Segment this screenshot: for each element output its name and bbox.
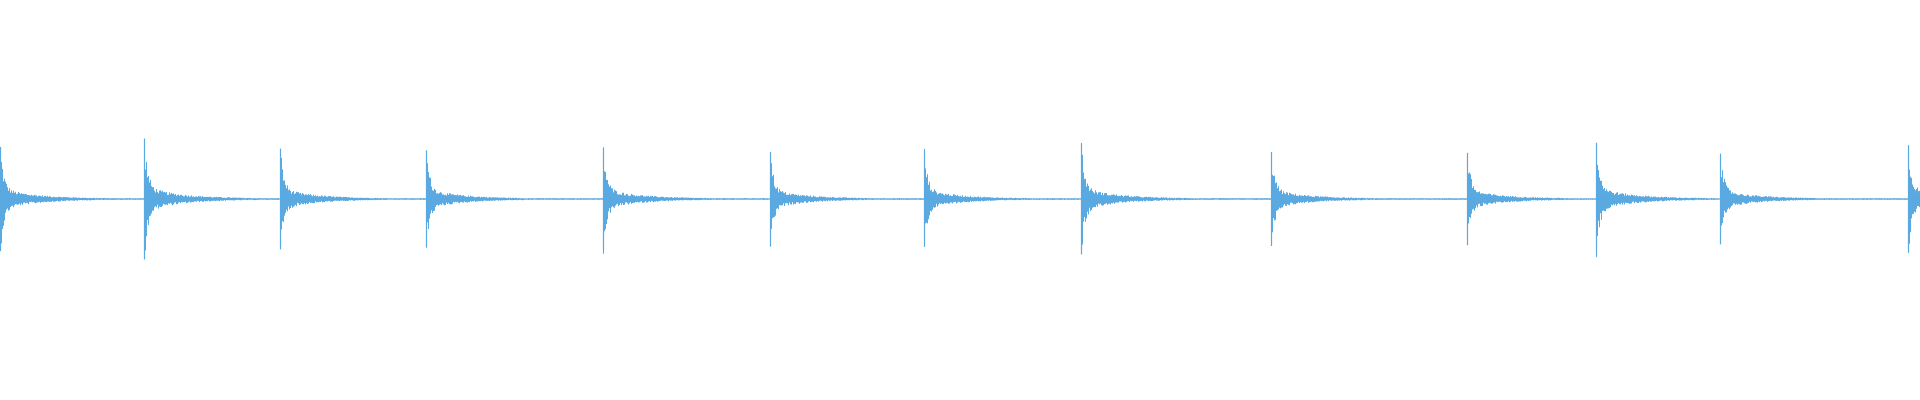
waveform-trace [0,139,1920,258]
waveform-signal [0,138,1920,260]
